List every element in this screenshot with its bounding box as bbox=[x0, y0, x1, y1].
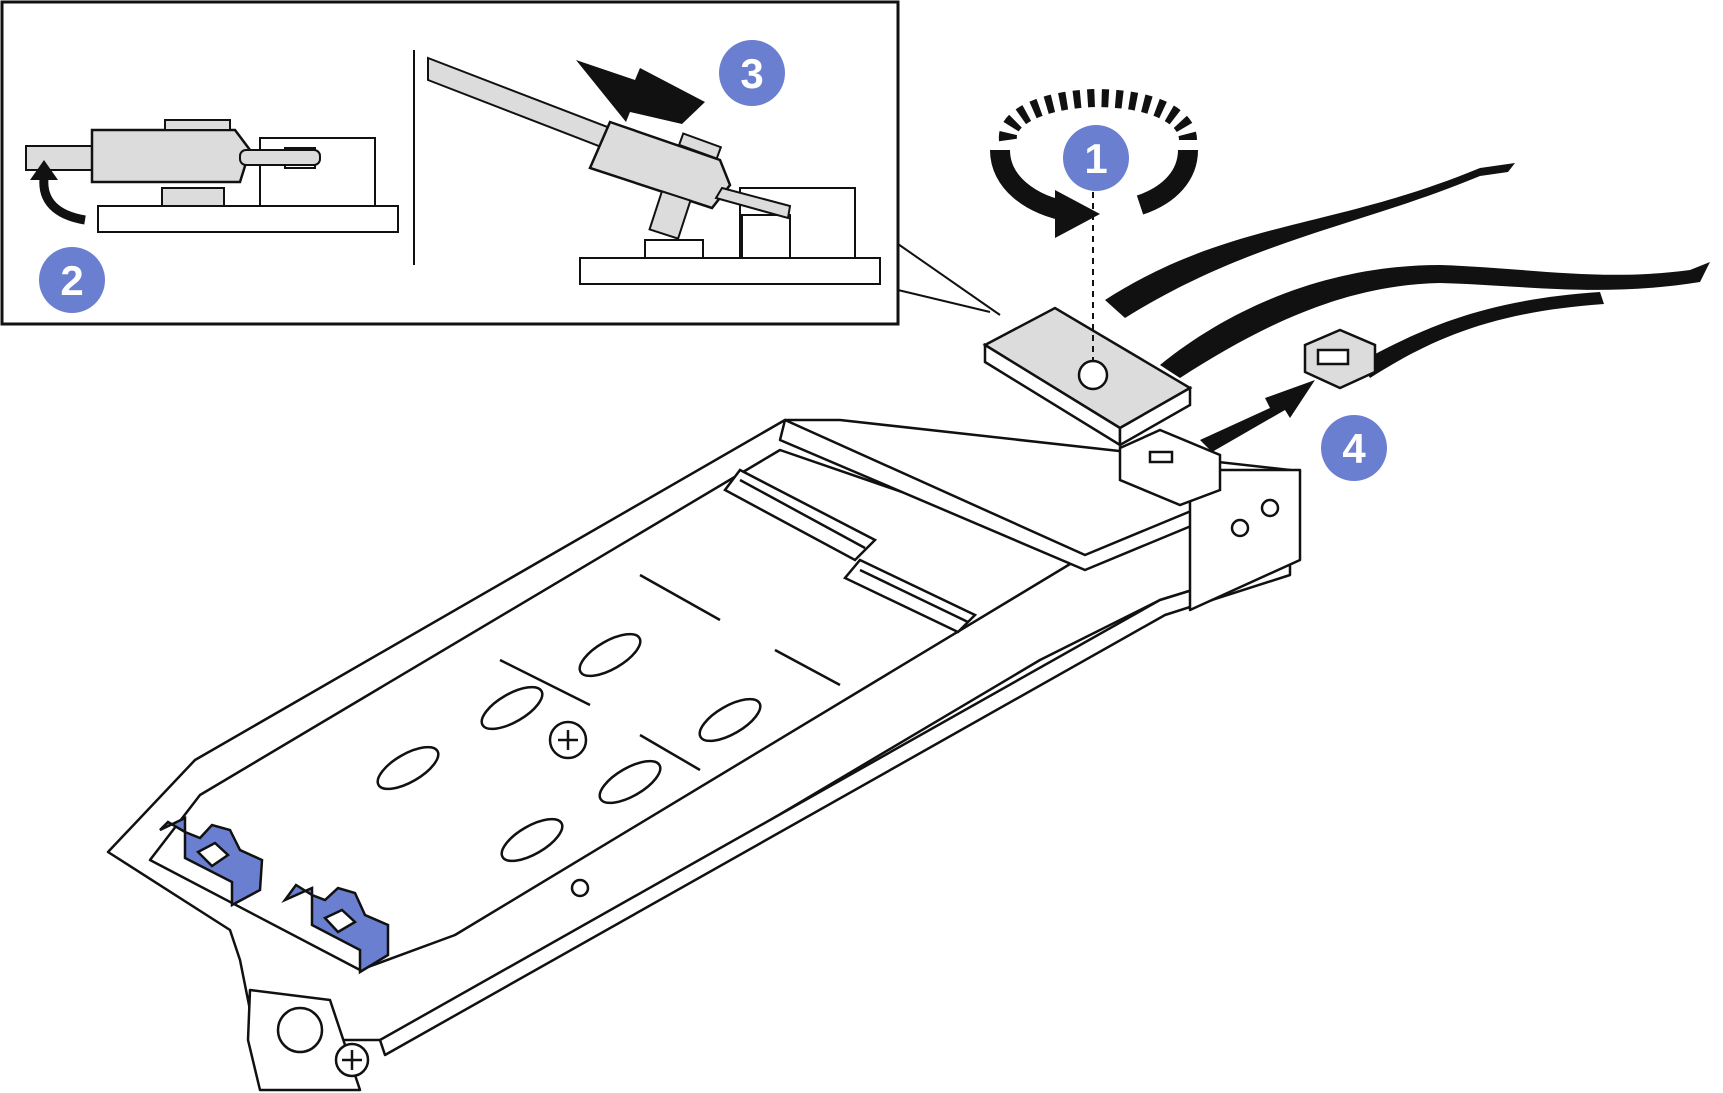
lift-arrow-icon bbox=[39, 177, 86, 225]
step-number-2: 2 bbox=[60, 257, 83, 304]
power-cable-connector bbox=[1303, 328, 1377, 390]
power-socket bbox=[1118, 428, 1222, 507]
connect-direction-arrow-icon bbox=[1200, 380, 1315, 452]
power-cable bbox=[1303, 292, 1604, 390]
inset-cable-seated bbox=[25, 119, 399, 233]
step-badge-1: 1 bbox=[1063, 125, 1129, 191]
m2-slot-connectors bbox=[723, 468, 978, 634]
m2-adapter-tray bbox=[106, 418, 1302, 1092]
step-badge-2: 2 bbox=[39, 247, 105, 313]
inset-cable-pulled bbox=[427, 56, 881, 285]
signal-cable-connector bbox=[982, 170, 1193, 448]
signal-cable bbox=[1105, 163, 1710, 378]
rotation-arrow-icon bbox=[990, 88, 1198, 238]
blue-retainer-clips bbox=[159, 816, 390, 975]
step-badge-4: 4 bbox=[1321, 415, 1387, 481]
step-number-1: 1 bbox=[1084, 135, 1107, 182]
step-number-4: 4 bbox=[1342, 425, 1366, 472]
center-screw-icon bbox=[548, 720, 588, 760]
mounting-keyholes bbox=[376, 573, 841, 863]
detail-inset: 2 3 bbox=[0, 0, 1001, 326]
step-number-3: 3 bbox=[740, 50, 763, 97]
step-badge-3: 3 bbox=[719, 40, 785, 106]
pull-arrow-icon bbox=[576, 60, 705, 124]
